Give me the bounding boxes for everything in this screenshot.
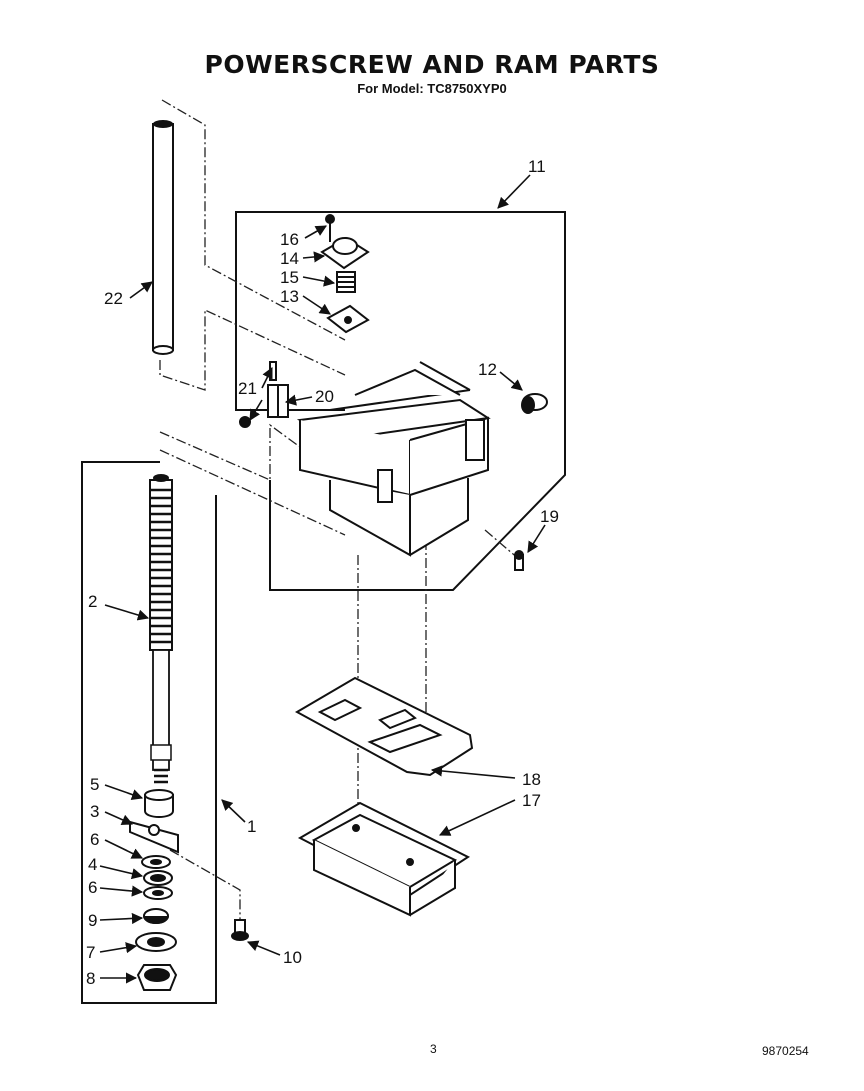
callout-12: 12	[478, 360, 497, 379]
powerscrew-part-2	[149, 474, 173, 784]
document-number: 9870254	[762, 1044, 809, 1058]
assembly-bracket-1	[81, 461, 217, 1004]
lower-shaft-parts	[129, 789, 179, 991]
callout-16: 16	[280, 230, 299, 249]
pan-part-17	[297, 801, 471, 917]
screw-part-10	[231, 919, 249, 941]
top-mount-parts	[320, 214, 370, 334]
callout-10: 10	[283, 948, 302, 967]
callout-1: 1	[247, 817, 256, 836]
callout-9: 9	[88, 911, 97, 930]
callout-3: 3	[90, 802, 99, 821]
callout-22: 22	[104, 289, 123, 308]
page-number: 3	[430, 1042, 437, 1056]
callout-21: 21	[238, 379, 257, 398]
callout-17: 17	[522, 791, 541, 810]
callout-14: 14	[280, 249, 299, 268]
callout-13: 13	[280, 287, 299, 306]
callout-18: 18	[522, 770, 541, 789]
model-subtitle: For Model: TC8750XYP0	[357, 81, 507, 96]
callout-11: 11	[528, 157, 546, 176]
connector-part-12	[521, 393, 548, 414]
callout-6b: 6	[88, 878, 97, 897]
callout-8: 8	[86, 969, 95, 988]
callout-15: 15	[280, 268, 299, 287]
leader-arrows	[99, 174, 546, 984]
callout-labels: 1 2 3 4 5 6 6 7 8 9 10 11 12 13 14 15 16…	[86, 157, 559, 988]
callout-19: 19	[540, 507, 559, 526]
callout-5: 5	[90, 775, 99, 794]
callout-2: 2	[88, 592, 97, 611]
ram-tube-part-22	[152, 120, 174, 355]
screw-part-19	[514, 550, 524, 571]
page-title: POWERSCREW AND RAM PARTS	[204, 50, 660, 79]
ram-box	[296, 361, 491, 557]
callout-7: 7	[86, 943, 95, 962]
callout-4: 4	[88, 855, 97, 874]
callout-20: 20	[315, 387, 334, 406]
callout-6a: 6	[90, 830, 99, 849]
assembly-bracket-11	[235, 211, 566, 591]
gasket-part-18	[294, 676, 474, 777]
